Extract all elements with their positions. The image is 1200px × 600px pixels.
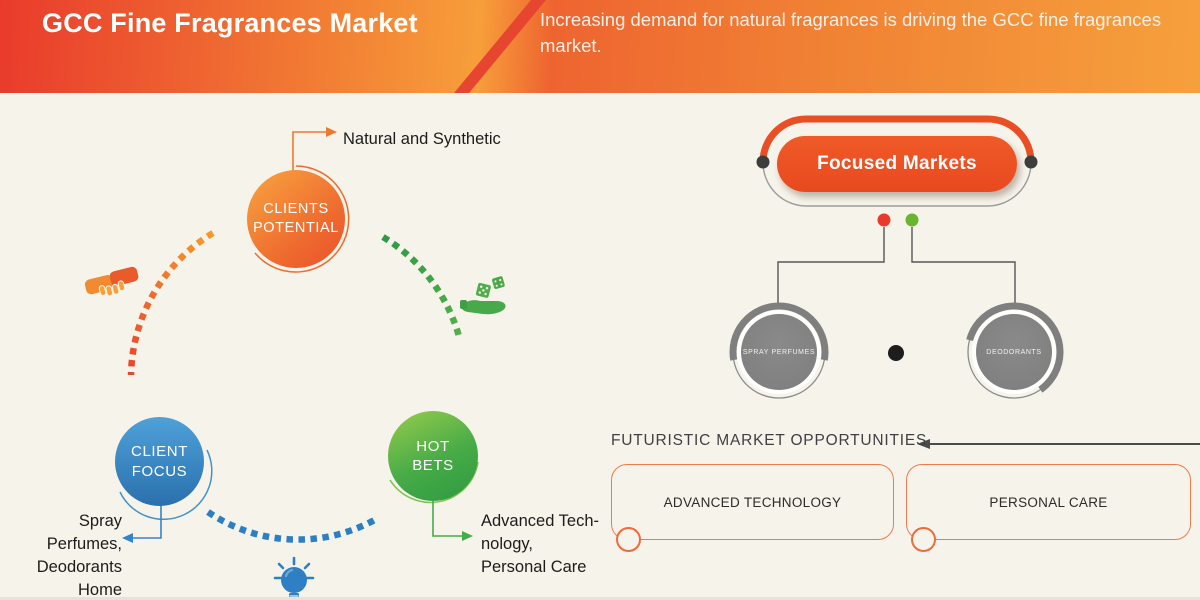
opportunity-box-personal-care: PERSONAL CARE <box>906 464 1191 552</box>
green-callout-line <box>432 501 462 537</box>
center-dot <box>888 345 904 361</box>
node-hot-bets: HOT BETS <box>388 411 478 501</box>
blue-arrowhead-icon <box>122 533 133 543</box>
opportunity-label: PERSONAL CARE <box>989 494 1108 510</box>
tree-line-left <box>777 227 885 305</box>
header-banner: GCC Fine Fragrances Market Increasing de… <box>0 0 1200 93</box>
callout-line: Spray Perfumes, <box>46 512 122 553</box>
callout-line: Home <box>77 581 122 599</box>
node-label-line: FOCUS <box>131 462 188 480</box>
opportunities-heading: FUTURISTIC MARKET OPPORTUNITIES <box>611 432 928 449</box>
lightbulb-icon <box>270 552 318 600</box>
handshake-icon <box>84 258 140 311</box>
page-subtitle: Increasing demand for natural fragrances… <box>540 9 1162 56</box>
dotted-arc-green <box>381 234 464 341</box>
node-label-line: HOT <box>416 437 450 455</box>
focused-markets-pill: Focused Markets <box>777 136 1017 192</box>
blue-callout-line <box>133 504 162 539</box>
bottom-divider <box>0 597 1200 600</box>
callout-line: Deodorants <box>36 558 122 576</box>
node-label-line: BETS <box>412 457 454 474</box>
box-corner-knob <box>616 527 641 552</box>
node-label-line: CLIENTS <box>263 201 329 218</box>
callout-line: Personal Care <box>481 558 587 576</box>
red-pin-dot <box>877 213 891 227</box>
green-pin-dot <box>905 213 919 227</box>
opportunity-label: ADVANCED TECHNOLOGY <box>663 494 842 510</box>
market-circle-spray-perfumes: SPRAY PERFUMES <box>741 314 817 390</box>
box-corner-knob <box>911 527 936 552</box>
opportunity-box-advanced-technology: ADVANCED TECHNOLOGY <box>611 464 894 552</box>
orange-callout-line <box>292 131 326 171</box>
callout-natural-synthetic: Natural and Synthetic <box>343 130 501 148</box>
ring-left-dot <box>756 155 770 169</box>
page-title: GCC Fine Fragrances Market <box>42 8 418 38</box>
dotted-arc-orange <box>127 230 215 376</box>
node-label-line: POTENTIAL <box>253 220 339 236</box>
callout-line: Advanced Tech- <box>481 512 600 530</box>
dice-hand-icon <box>460 274 510 325</box>
node-clients-potential: CLIENTS POTENTIAL <box>247 170 345 268</box>
callout-spray-perfumes: Spray Perfumes, Deodorants Home <box>0 510 122 600</box>
market-circle-label: DEODORANTS <box>986 348 1042 356</box>
ring-right-dot <box>1024 155 1038 169</box>
node-client-focus: CLIENT FOCUS <box>115 417 204 506</box>
tree-line-right <box>911 227 1016 305</box>
market-circle-label: SPRAY PERFUMES <box>742 348 816 356</box>
green-arrowhead-icon <box>462 531 473 541</box>
orange-arrowhead-icon <box>326 127 337 137</box>
callout-line: nology, <box>481 535 533 553</box>
focused-markets-title: Focused Markets <box>817 153 977 174</box>
market-circle-deodorants: DEODORANTS <box>976 314 1052 390</box>
callout-advanced-technology: Advanced Tech- nology, Personal Care <box>481 510 599 579</box>
node-label-line: CLIENT <box>131 443 188 460</box>
dotted-arc-blue <box>206 509 380 543</box>
